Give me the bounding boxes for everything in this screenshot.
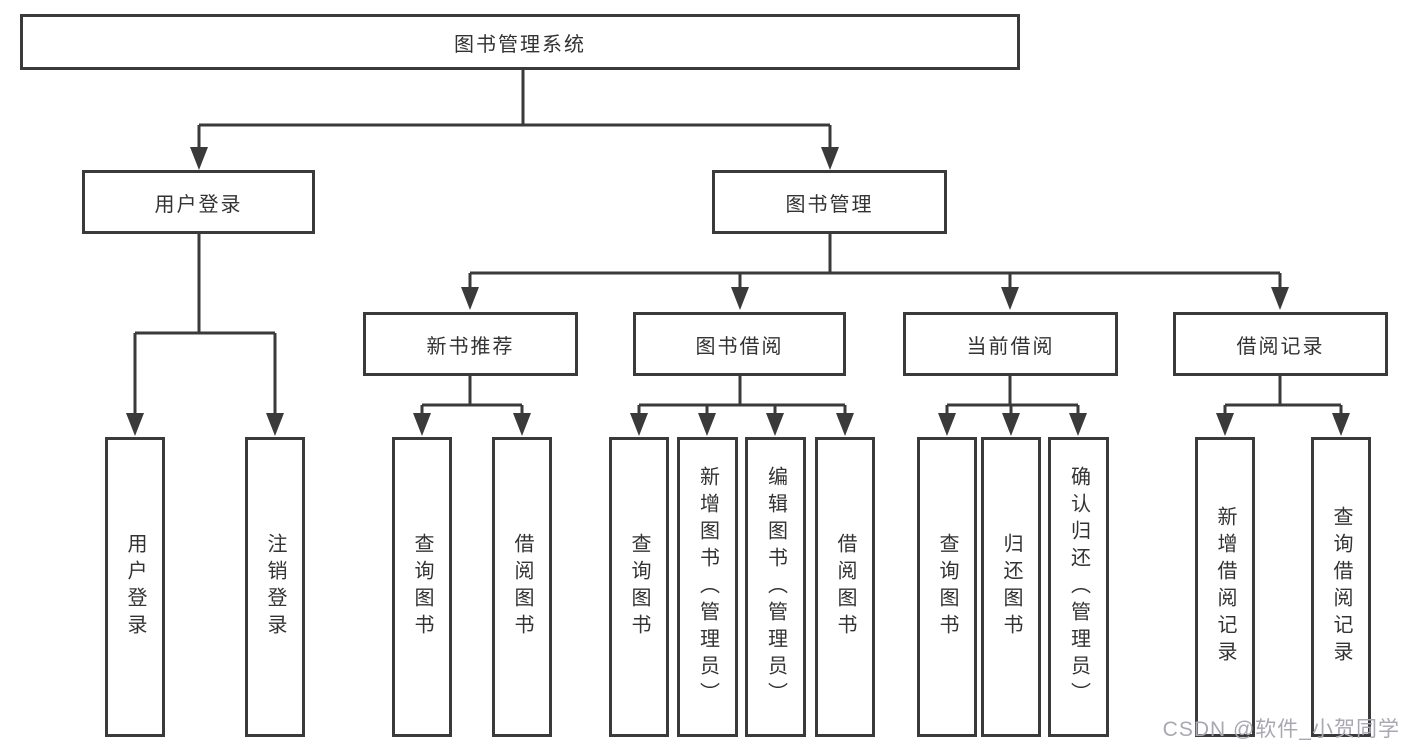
node-query-books-recommend: 查询图书	[392, 437, 452, 737]
node-add-book-admin-label: 新增图书（管理员）	[696, 465, 719, 709]
node-logout: 注销登录	[245, 437, 305, 737]
node-edit-book-admin-label: 编辑图书（管理员）	[764, 465, 787, 709]
node-current-borrow-label: 当前借阅	[966, 335, 1055, 358]
node-user-login-leaf: 用户登录	[105, 437, 165, 737]
node-edit-book-admin: 编辑图书（管理员）	[745, 437, 806, 737]
node-add-borrow-record: 新增借阅记录	[1195, 437, 1255, 737]
node-query-borrow-record: 查询借阅记录	[1311, 437, 1371, 737]
node-logout-label: 注销登录	[264, 533, 286, 641]
node-return-book: 归还图书	[981, 437, 1041, 737]
node-root: 图书管理系统	[20, 14, 1020, 70]
node-query-books-current-label: 查询图书	[936, 533, 958, 641]
node-new-book-recommend-label: 新书推荐	[426, 335, 515, 358]
csdn-watermark: CSDN @软件_小贺同学	[1162, 718, 1400, 741]
node-user-login-branch: 用户登录	[82, 170, 315, 234]
node-borrow-books-leaf-label: 借阅图书	[834, 533, 856, 641]
node-return-book-label: 归还图书	[1000, 533, 1022, 641]
node-borrow-records-label: 借阅记录	[1236, 335, 1325, 358]
node-query-books-recommend-label: 查询图书	[411, 533, 433, 641]
node-borrow-books-recommend: 借阅图书	[492, 437, 552, 737]
node-root-label: 图书管理系统	[454, 33, 586, 56]
node-confirm-return-admin: 确认归还（管理员）	[1048, 437, 1109, 737]
node-borrow-books-leaf: 借阅图书	[815, 437, 875, 737]
node-query-borrow-record-label: 查询借阅记录	[1330, 506, 1352, 668]
node-book-borrow-label: 图书借阅	[695, 335, 784, 358]
node-user-login-branch-label: 用户登录	[154, 193, 243, 216]
node-borrow-books-recommend-label: 借阅图书	[511, 533, 533, 641]
node-query-books-borrow: 查询图书	[609, 437, 669, 737]
node-add-book-admin: 新增图书（管理员）	[677, 437, 738, 737]
node-book-borrow: 图书借阅	[633, 312, 846, 376]
node-book-management-label: 图书管理	[785, 193, 874, 216]
node-new-book-recommend: 新书推荐	[363, 312, 578, 376]
node-query-books-borrow-label: 查询图书	[628, 533, 650, 641]
node-current-borrow: 当前借阅	[903, 312, 1118, 376]
node-borrow-records: 借阅记录	[1173, 312, 1388, 376]
node-add-borrow-record-label: 新增借阅记录	[1214, 506, 1236, 668]
node-user-login-leaf-label: 用户登录	[124, 533, 146, 641]
node-book-management: 图书管理	[712, 170, 947, 234]
node-query-books-current: 查询图书	[917, 437, 977, 737]
node-confirm-return-admin-label: 确认归还（管理员）	[1067, 465, 1090, 709]
